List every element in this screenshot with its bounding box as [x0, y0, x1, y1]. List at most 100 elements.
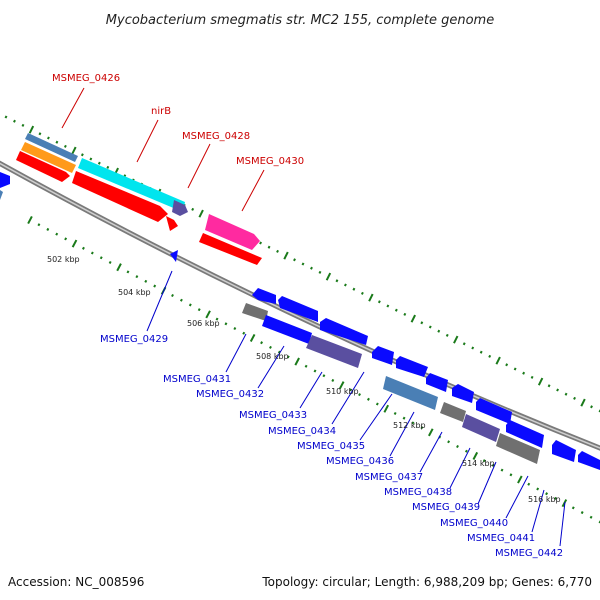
minor-tick: [233, 327, 237, 331]
gene-feature[interactable]: [278, 296, 318, 322]
minor-tick: [403, 312, 407, 316]
minor-tick: [90, 251, 94, 255]
major-tick: [283, 251, 289, 260]
gene-feature[interactable]: [0, 172, 10, 188]
minor-tick: [310, 266, 313, 270]
minor-tick: [37, 223, 41, 227]
gene-label-msmeg-0440[interactable]: MSMEG_0440: [440, 518, 508, 529]
gene-label-msmeg-0441[interactable]: MSMEG_0441: [467, 533, 535, 544]
minor-tick: [108, 260, 112, 264]
gene-feature[interactable]: [172, 200, 188, 216]
gene-feature[interactable]: [578, 451, 600, 470]
gene-feature[interactable]: [21, 142, 76, 173]
gene-label-msmeg-0430[interactable]: MSMEG_0430: [236, 156, 304, 167]
minor-tick: [304, 364, 308, 368]
gene-label-msmeg-0433[interactable]: MSMEG_0433: [239, 410, 307, 421]
minor-tick: [358, 393, 361, 397]
gene-feature[interactable]: [383, 376, 438, 410]
gene-feature[interactable]: [25, 133, 78, 162]
gene-label-msmeg-0442[interactable]: MSMEG_0442: [495, 548, 563, 559]
minor-tick: [335, 279, 339, 283]
minor-tick: [99, 256, 103, 260]
gene-feature[interactable]: [440, 402, 466, 422]
minor-tick: [267, 245, 271, 249]
minor-tick: [573, 396, 576, 400]
scale-label: 514 kbp: [462, 459, 495, 468]
gene-feature[interactable]: [252, 288, 276, 304]
gene-feature[interactable]: [506, 420, 544, 448]
label-leader-lines: [61, 87, 566, 547]
minor-tick: [589, 515, 593, 519]
reverse-gene-labels: MSMEG_0429 MSMEG_0431 MSMEG_0432 MSMEG_0…: [100, 334, 563, 559]
minor-tick: [259, 241, 262, 245]
major-tick: [205, 310, 211, 319]
gene-label-msmeg-0438[interactable]: MSMEG_0438: [384, 487, 452, 498]
minor-tick: [456, 444, 459, 449]
minor-tick: [393, 411, 397, 415]
minor-tick: [513, 367, 517, 371]
gene-feature[interactable]: [262, 315, 312, 344]
inner-tick-ring: [27, 215, 600, 524]
gene-feature[interactable]: [320, 318, 368, 345]
gene-label-msmeg-0431[interactable]: MSMEG_0431: [163, 374, 231, 385]
gene-feature[interactable]: [205, 214, 260, 250]
minor-tick: [80, 153, 84, 157]
forward-gene-labels: MSMEG_0426 nirB MSMEG_0428 MSMEG_0430: [52, 73, 304, 167]
major-tick: [410, 314, 416, 323]
major-tick: [428, 428, 434, 437]
gene-label-nirb[interactable]: nirB: [151, 106, 171, 117]
major-tick: [453, 335, 459, 344]
minor-tick: [536, 487, 540, 491]
minor-tick: [547, 384, 551, 388]
minor-tick: [420, 426, 424, 430]
gene-feature[interactable]: [476, 398, 512, 424]
scale-label: 502 kbp: [47, 255, 80, 264]
leader-line: [531, 489, 545, 533]
minor-tick: [13, 119, 16, 123]
major-tick: [71, 146, 77, 155]
gene-label-msmeg-0435[interactable]: MSMEG_0435: [297, 441, 365, 452]
gene-feature[interactable]: [170, 250, 178, 262]
gene-label-msmeg-0432[interactable]: MSMEG_0432: [196, 389, 264, 400]
major-tick: [27, 215, 33, 225]
gene-feature[interactable]: [242, 303, 268, 321]
gene-feature[interactable]: [16, 151, 70, 182]
gene-feature[interactable]: [462, 414, 500, 442]
gene-feature[interactable]: [199, 233, 262, 265]
gene-feature[interactable]: [396, 356, 428, 377]
gene-feature[interactable]: [452, 384, 474, 403]
scale-label: 508 kbp: [256, 352, 289, 361]
minor-tick: [530, 375, 534, 379]
gene-label-msmeg-0436[interactable]: MSMEG_0436: [326, 456, 394, 467]
minor-tick: [322, 374, 326, 378]
minor-tick: [482, 459, 486, 463]
minor-tick: [386, 304, 390, 308]
gene-label-msmeg-0439[interactable]: MSMEG_0439: [412, 502, 480, 513]
minor-tick: [55, 232, 59, 236]
gene-label-msmeg-0429[interactable]: MSMEG_0429: [100, 334, 168, 345]
gene-feature[interactable]: [426, 373, 448, 392]
gene-feature[interactable]: [306, 335, 362, 368]
minor-tick: [349, 388, 353, 392]
gene-label-msmeg-0437[interactable]: MSMEG_0437: [355, 472, 423, 483]
gene-feature[interactable]: [496, 433, 540, 464]
gene-feature[interactable]: [78, 158, 185, 212]
major-tick: [198, 209, 204, 218]
minor-tick: [224, 322, 228, 326]
minor-tick: [505, 363, 509, 367]
gene-feature[interactable]: [552, 440, 576, 462]
gene-feature[interactable]: [372, 346, 394, 365]
gene-feature[interactable]: [72, 171, 168, 222]
minor-tick: [55, 140, 59, 144]
leader-line: [146, 270, 173, 332]
major-tick: [338, 381, 345, 390]
gene-feature[interactable]: [166, 216, 178, 231]
gene-label-msmeg-0426[interactable]: MSMEG_0426: [52, 73, 120, 84]
minor-tick: [277, 350, 281, 354]
minor-tick: [197, 308, 201, 312]
minor-tick: [276, 249, 279, 253]
gene-label-msmeg-0428[interactable]: MSMEG_0428: [182, 131, 250, 142]
leader-line: [505, 475, 529, 519]
gene-feature[interactable]: [0, 190, 3, 200]
gene-label-msmeg-0434[interactable]: MSMEG_0434: [268, 426, 336, 437]
